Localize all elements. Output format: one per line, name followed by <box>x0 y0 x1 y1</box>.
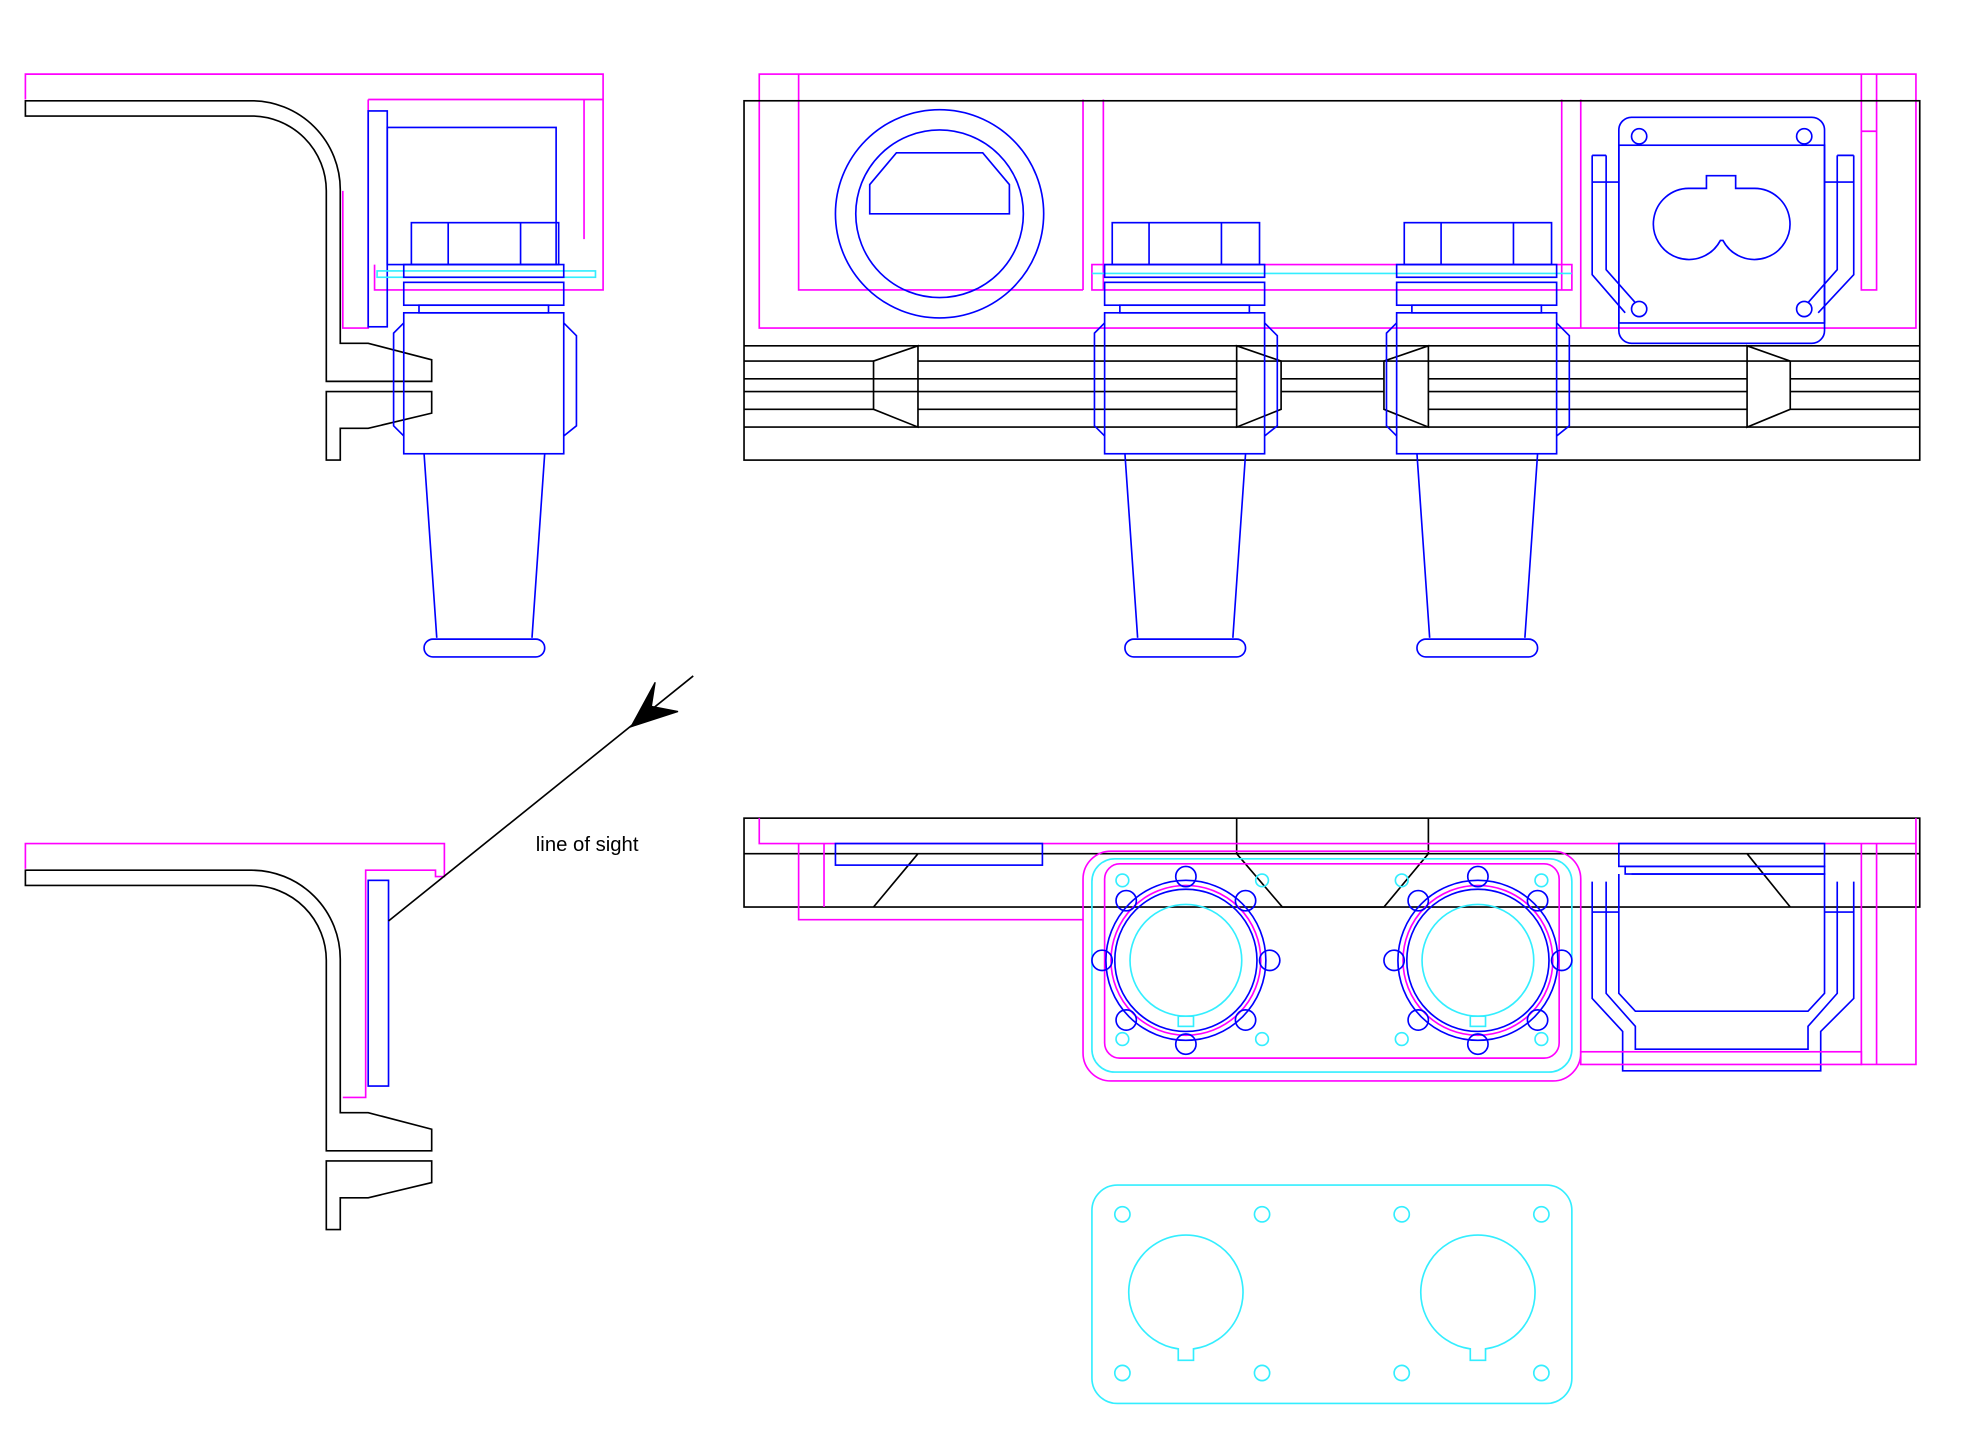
panel-frame <box>743 99 1921 461</box>
flange-holes <box>1115 873 1549 1047</box>
line-of-sight-label: line of sight <box>536 834 639 856</box>
round-connector <box>834 108 1045 319</box>
side-view-bottom: line of sight <box>24 675 694 1231</box>
gasket-plate <box>1091 1184 1573 1405</box>
connector-side <box>392 221 578 658</box>
connector-front-right <box>1385 221 1571 658</box>
rectangular-connector-top <box>1579 842 1863 1072</box>
mounting-bracket-lower <box>24 869 433 1231</box>
clearance-outline <box>24 73 604 329</box>
connector-flange-left <box>1091 865 1281 1056</box>
mounting-plate <box>367 110 389 328</box>
front-view <box>743 73 1921 658</box>
connector-front-left <box>1093 221 1279 658</box>
gasket-cutout-left <box>1127 1234 1244 1362</box>
gasket-cutout-right <box>1419 1234 1536 1362</box>
top-view <box>743 817 1921 1082</box>
connector-flange-right <box>1383 865 1573 1056</box>
rectangular-connector <box>1591 116 1855 345</box>
sight-arrow-icon <box>629 681 679 728</box>
connector-housing <box>386 126 557 266</box>
mounting-bracket <box>24 99 433 461</box>
mounting-plate-lower <box>367 879 390 1087</box>
side-view-top <box>24 73 604 658</box>
